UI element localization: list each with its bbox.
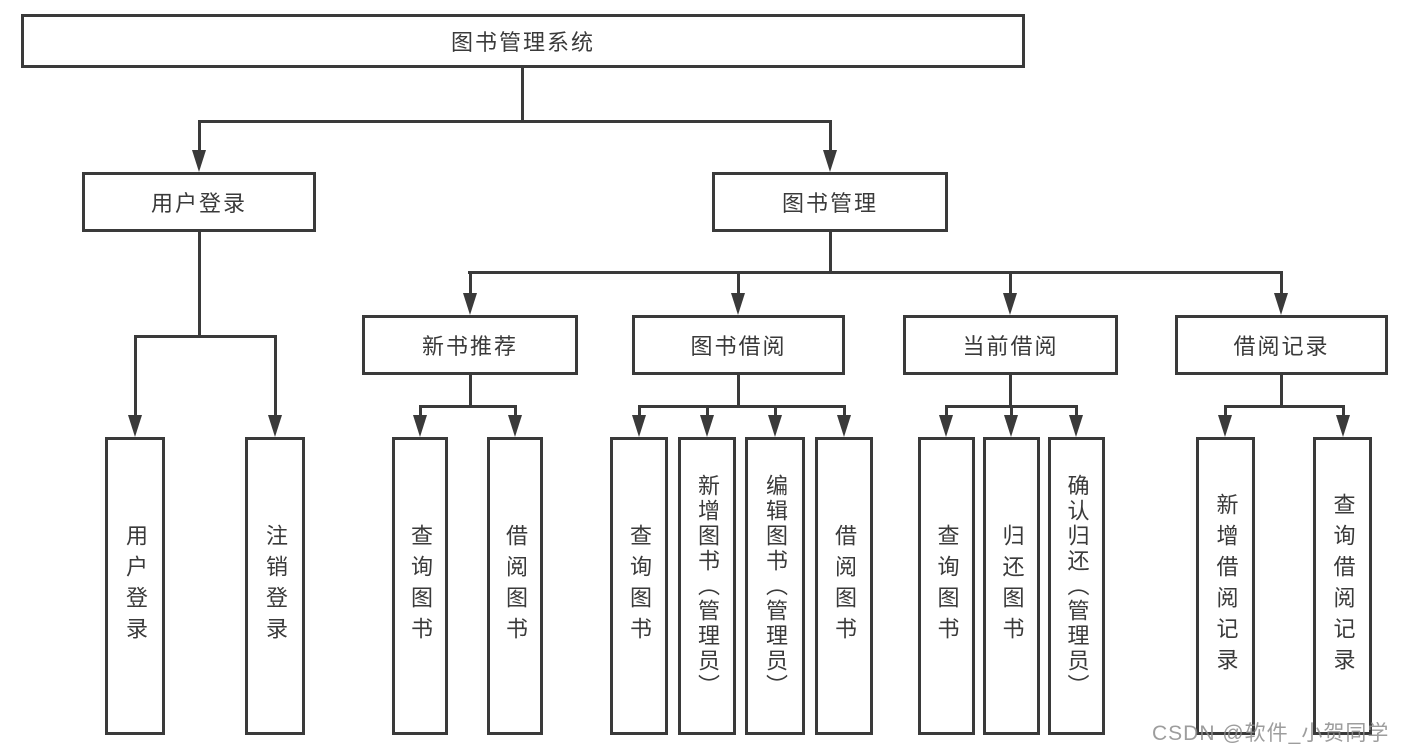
connector-records-vline: [1280, 375, 1283, 405]
node-leaf-user-login: 用户登录: [105, 437, 165, 735]
connector-stem: [1009, 271, 1012, 297]
node-leaf-query-books-current: 查询图书: [918, 437, 975, 735]
connector-stem: [774, 405, 777, 421]
connector-stem: [1280, 271, 1283, 297]
connector-borrow-hline: [638, 405, 846, 408]
node-borrowing-records: 借阅记录: [1175, 315, 1388, 375]
node-leaf-edit-books-admin: 编辑图书（管理员）: [745, 437, 805, 735]
arrow-down-icon: [1004, 415, 1018, 437]
arrow-down-icon: [632, 415, 646, 437]
arrow-down-icon: [268, 415, 282, 437]
arrow-down-icon: [837, 415, 851, 437]
connector-stem: [706, 405, 709, 421]
arrow-down-icon: [1218, 415, 1232, 437]
node-leaf-borrow-books-recommend: 借阅图书: [487, 437, 543, 735]
arrow-down-icon: [463, 293, 477, 315]
connector-stem: [419, 405, 422, 421]
node-leaf-confirm-return-admin: 确认归还（管理员）: [1048, 437, 1105, 735]
arrow-down-icon: [413, 415, 427, 437]
arrow-down-icon: [823, 150, 837, 172]
connector-records-hline: [1224, 405, 1345, 408]
arrow-down-icon: [768, 415, 782, 437]
node-leaf-query-books-recommend: 查询图书: [392, 437, 448, 735]
connector-stem: [737, 271, 740, 297]
node-leaf-query-borrow-record: 查询借阅记录: [1313, 437, 1372, 735]
connector-root-hline: [198, 120, 832, 123]
node-current-borrowing: 当前借阅: [903, 315, 1118, 375]
connector-stem: [1010, 405, 1013, 421]
connector-stem: [198, 120, 201, 156]
node-leaf-borrow-books: 借阅图书: [815, 437, 873, 735]
arrow-down-icon: [1069, 415, 1083, 437]
node-leaf-add-books-admin: 新增图书（管理员）: [678, 437, 736, 735]
csdn-watermark: CSDN @软件_小贺同学: [1152, 722, 1390, 745]
connector-stem: [469, 271, 472, 297]
node-book-management: 图书管理: [712, 172, 948, 232]
connector-stem: [1075, 405, 1078, 421]
node-new-book-recommendation: 新书推荐: [362, 315, 578, 375]
connector-root-vline: [521, 68, 524, 120]
connector-stem: [514, 405, 517, 421]
node-leaf-logout: 注销登录: [245, 437, 305, 735]
connector-stem: [1224, 405, 1227, 421]
arrow-down-icon: [700, 415, 714, 437]
connector-current-vline: [1009, 375, 1012, 405]
connector-userlogin-hline: [134, 335, 277, 338]
arrow-down-icon: [731, 293, 745, 315]
arrow-down-icon: [1274, 293, 1288, 315]
connector-stem: [1342, 405, 1345, 421]
connector-bookmgmt-vline: [829, 232, 832, 271]
arrow-down-icon: [128, 415, 142, 437]
node-leaf-add-borrow-record: 新增借阅记录: [1196, 437, 1255, 735]
node-leaf-return-books: 归还图书: [983, 437, 1040, 735]
connector-stem: [274, 335, 277, 421]
connector-stem: [843, 405, 846, 421]
arrow-down-icon: [508, 415, 522, 437]
arrow-down-icon: [192, 150, 206, 172]
connector-stem: [829, 120, 832, 156]
connector-stem: [134, 335, 137, 421]
connector-stem: [638, 405, 641, 421]
connector-bookmgmt-hline: [468, 271, 1282, 274]
connector-borrow-vline: [737, 375, 740, 405]
node-leaf-query-books-borrow: 查询图书: [610, 437, 668, 735]
arrow-down-icon: [1336, 415, 1350, 437]
connector-userlogin-vline: [198, 232, 201, 335]
node-library-management-system: 图书管理系统: [21, 14, 1025, 68]
connector-stem: [945, 405, 948, 421]
node-user-login: 用户登录: [82, 172, 316, 232]
arrow-down-icon: [939, 415, 953, 437]
connector-recommend-hline: [419, 405, 517, 408]
connector-recommend-vline: [469, 375, 472, 405]
arrow-down-icon: [1003, 293, 1017, 315]
node-book-borrowing: 图书借阅: [632, 315, 845, 375]
